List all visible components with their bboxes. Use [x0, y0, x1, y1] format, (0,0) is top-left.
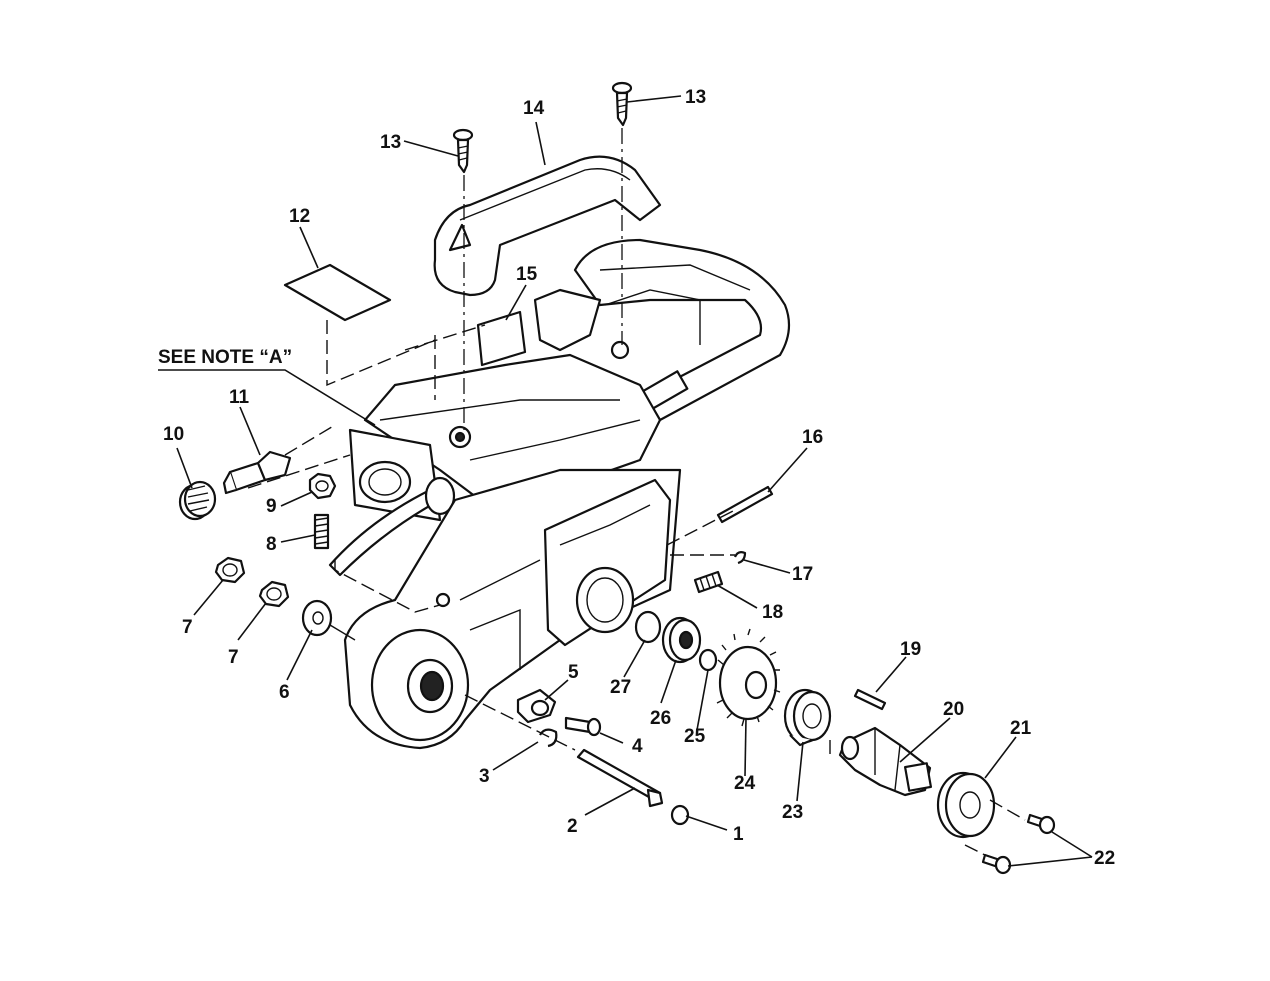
label-plate-15	[478, 312, 525, 365]
oring-27	[636, 612, 660, 642]
washer-6	[303, 601, 331, 635]
screw-22a	[1028, 815, 1054, 833]
spindle-20	[840, 728, 931, 795]
nut-9	[310, 474, 335, 498]
screw-4	[566, 718, 600, 735]
ring-25	[700, 650, 716, 670]
housing-assembly	[330, 240, 789, 748]
callout-25: 25	[684, 726, 706, 747]
callout-17: 17	[792, 564, 813, 585]
callout-4: 4	[632, 736, 643, 757]
callout-8: 8	[266, 534, 277, 555]
spring-18	[695, 572, 722, 592]
clip-17	[735, 552, 745, 563]
callout-21: 21	[1010, 718, 1032, 739]
brush-11	[224, 452, 290, 493]
clutch-23	[785, 690, 830, 745]
callout-9: 9	[266, 496, 277, 517]
callout-1: 1	[733, 824, 744, 845]
shaft-2	[578, 750, 662, 806]
pin-16	[718, 487, 772, 522]
callout-23: 23	[782, 802, 803, 823]
nut-7a	[216, 558, 244, 582]
brush-cap-10	[180, 482, 215, 519]
callout-27: 27	[610, 677, 631, 698]
callout-6: 6	[279, 682, 290, 703]
screw-22b	[983, 855, 1010, 873]
callout-2: 2	[567, 816, 578, 837]
pivot-5	[518, 690, 555, 722]
callout-15: 15	[516, 264, 538, 285]
callout-24: 24	[734, 773, 756, 794]
callout-14: 14	[523, 98, 545, 119]
callout-13-right: 13	[685, 87, 706, 108]
label-plate-12	[285, 265, 390, 320]
callout-26: 26	[650, 708, 671, 729]
callout-3: 3	[479, 766, 490, 787]
callout-10: 10	[163, 424, 184, 445]
callout-19: 19	[900, 639, 921, 660]
callout-7a: 7	[182, 617, 193, 638]
nut-7b	[260, 582, 288, 606]
callout-16: 16	[802, 427, 823, 448]
note-a-text: SEE NOTE “A”	[158, 347, 292, 368]
spring-8	[315, 515, 328, 548]
bearing-21	[938, 773, 994, 837]
callout-20: 20	[943, 699, 964, 720]
screw-13-right	[613, 83, 631, 125]
note-a: SEE NOTE “A”	[158, 347, 375, 425]
clip-3	[540, 730, 556, 746]
callout-7b: 7	[228, 647, 239, 668]
callout-11: 11	[229, 387, 250, 408]
callout-12: 12	[289, 206, 310, 227]
key-19	[855, 690, 885, 709]
ring-1	[672, 806, 688, 824]
callout-22: 22	[1094, 848, 1115, 869]
callout-5: 5	[568, 662, 579, 683]
bearing-26	[663, 618, 700, 662]
gear-24	[717, 629, 780, 726]
callout-13-left: 13	[380, 132, 401, 153]
screw-13-left	[454, 130, 472, 172]
callout-18: 18	[762, 602, 783, 623]
